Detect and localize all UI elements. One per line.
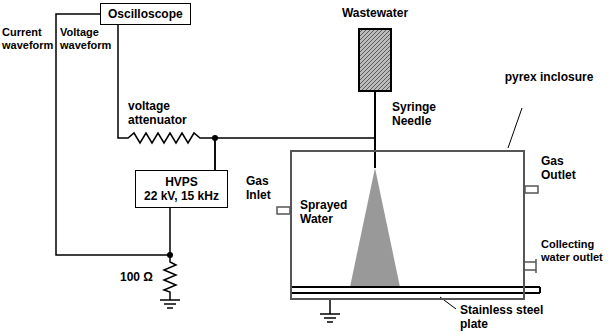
- sprayed-water-cone: [350, 168, 400, 287]
- steel-plate: [291, 292, 540, 294]
- node-text: 22 kV, 15 kHz: [144, 189, 219, 203]
- port-label: Gas Outlet: [541, 154, 601, 182]
- node-text: pyrex inclosure: [504, 70, 594, 84]
- signal-label: Voltage waveform: [60, 26, 114, 52]
- ground-symbol: [320, 314, 340, 322]
- oscilloscope-box: Oscilloscope: [100, 3, 191, 25]
- gas-inlet-port: [277, 207, 290, 214]
- port-label: Gas Inlet: [246, 174, 286, 202]
- resistor-symbol: [164, 255, 176, 300]
- gas-outlet-port: [525, 186, 538, 193]
- leader-line: [508, 108, 522, 148]
- wire: [118, 25, 215, 170]
- ground-wire: [329, 300, 331, 314]
- node-text: Oscilloscope: [108, 7, 183, 21]
- component-label: 100 Ω: [120, 270, 162, 284]
- part-label: Sprayed Water: [300, 198, 350, 226]
- wire: [56, 14, 170, 255]
- ground-symbol: [160, 300, 180, 308]
- node-text: Wastewater: [342, 6, 408, 20]
- hvps-box: HVPS22 kV, 15 kHz: [135, 170, 228, 208]
- water-outlet-port: [525, 259, 536, 273]
- wire: [215, 92, 375, 170]
- node-text: HVPS: [144, 175, 219, 189]
- steel-plate: [539, 287, 541, 293]
- component-label: voltage attenuator: [128, 99, 210, 127]
- signal-label: Current waveform: [2, 26, 54, 52]
- steel-plate: [291, 286, 540, 288]
- part-label: Syringe Needle: [392, 100, 446, 128]
- syringe-reservoir: Wastewater: [358, 28, 392, 92]
- port-label: Collecting water outlet: [541, 238, 605, 264]
- wastewater-fill: [359, 29, 391, 91]
- part-label: Stainless steel plate: [460, 303, 570, 331]
